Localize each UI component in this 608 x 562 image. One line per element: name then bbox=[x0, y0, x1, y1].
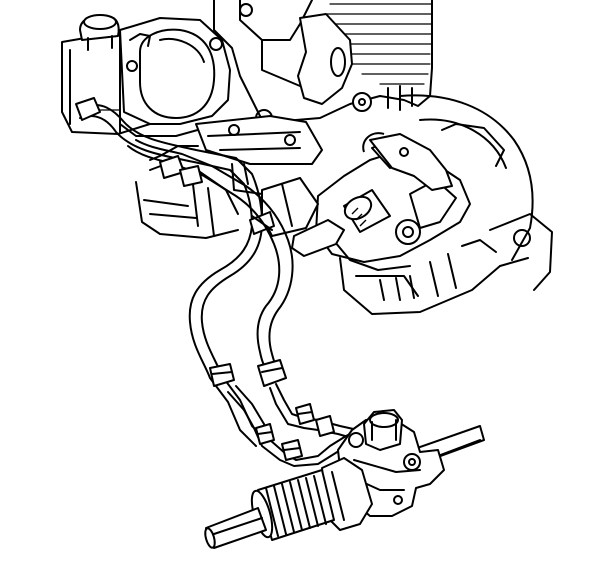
rack-boot bbox=[250, 469, 335, 541]
steel-lines bbox=[227, 383, 363, 467]
pump-outlet-assembly bbox=[315, 123, 505, 315]
left-engine-detail bbox=[135, 163, 345, 257]
pressure-hose bbox=[127, 139, 294, 387]
pump-bracket bbox=[149, 115, 323, 195]
steering-pump bbox=[91, 17, 231, 137]
steering-rack bbox=[204, 409, 485, 549]
engine-block bbox=[213, 0, 433, 127]
bell-housing bbox=[399, 94, 553, 291]
